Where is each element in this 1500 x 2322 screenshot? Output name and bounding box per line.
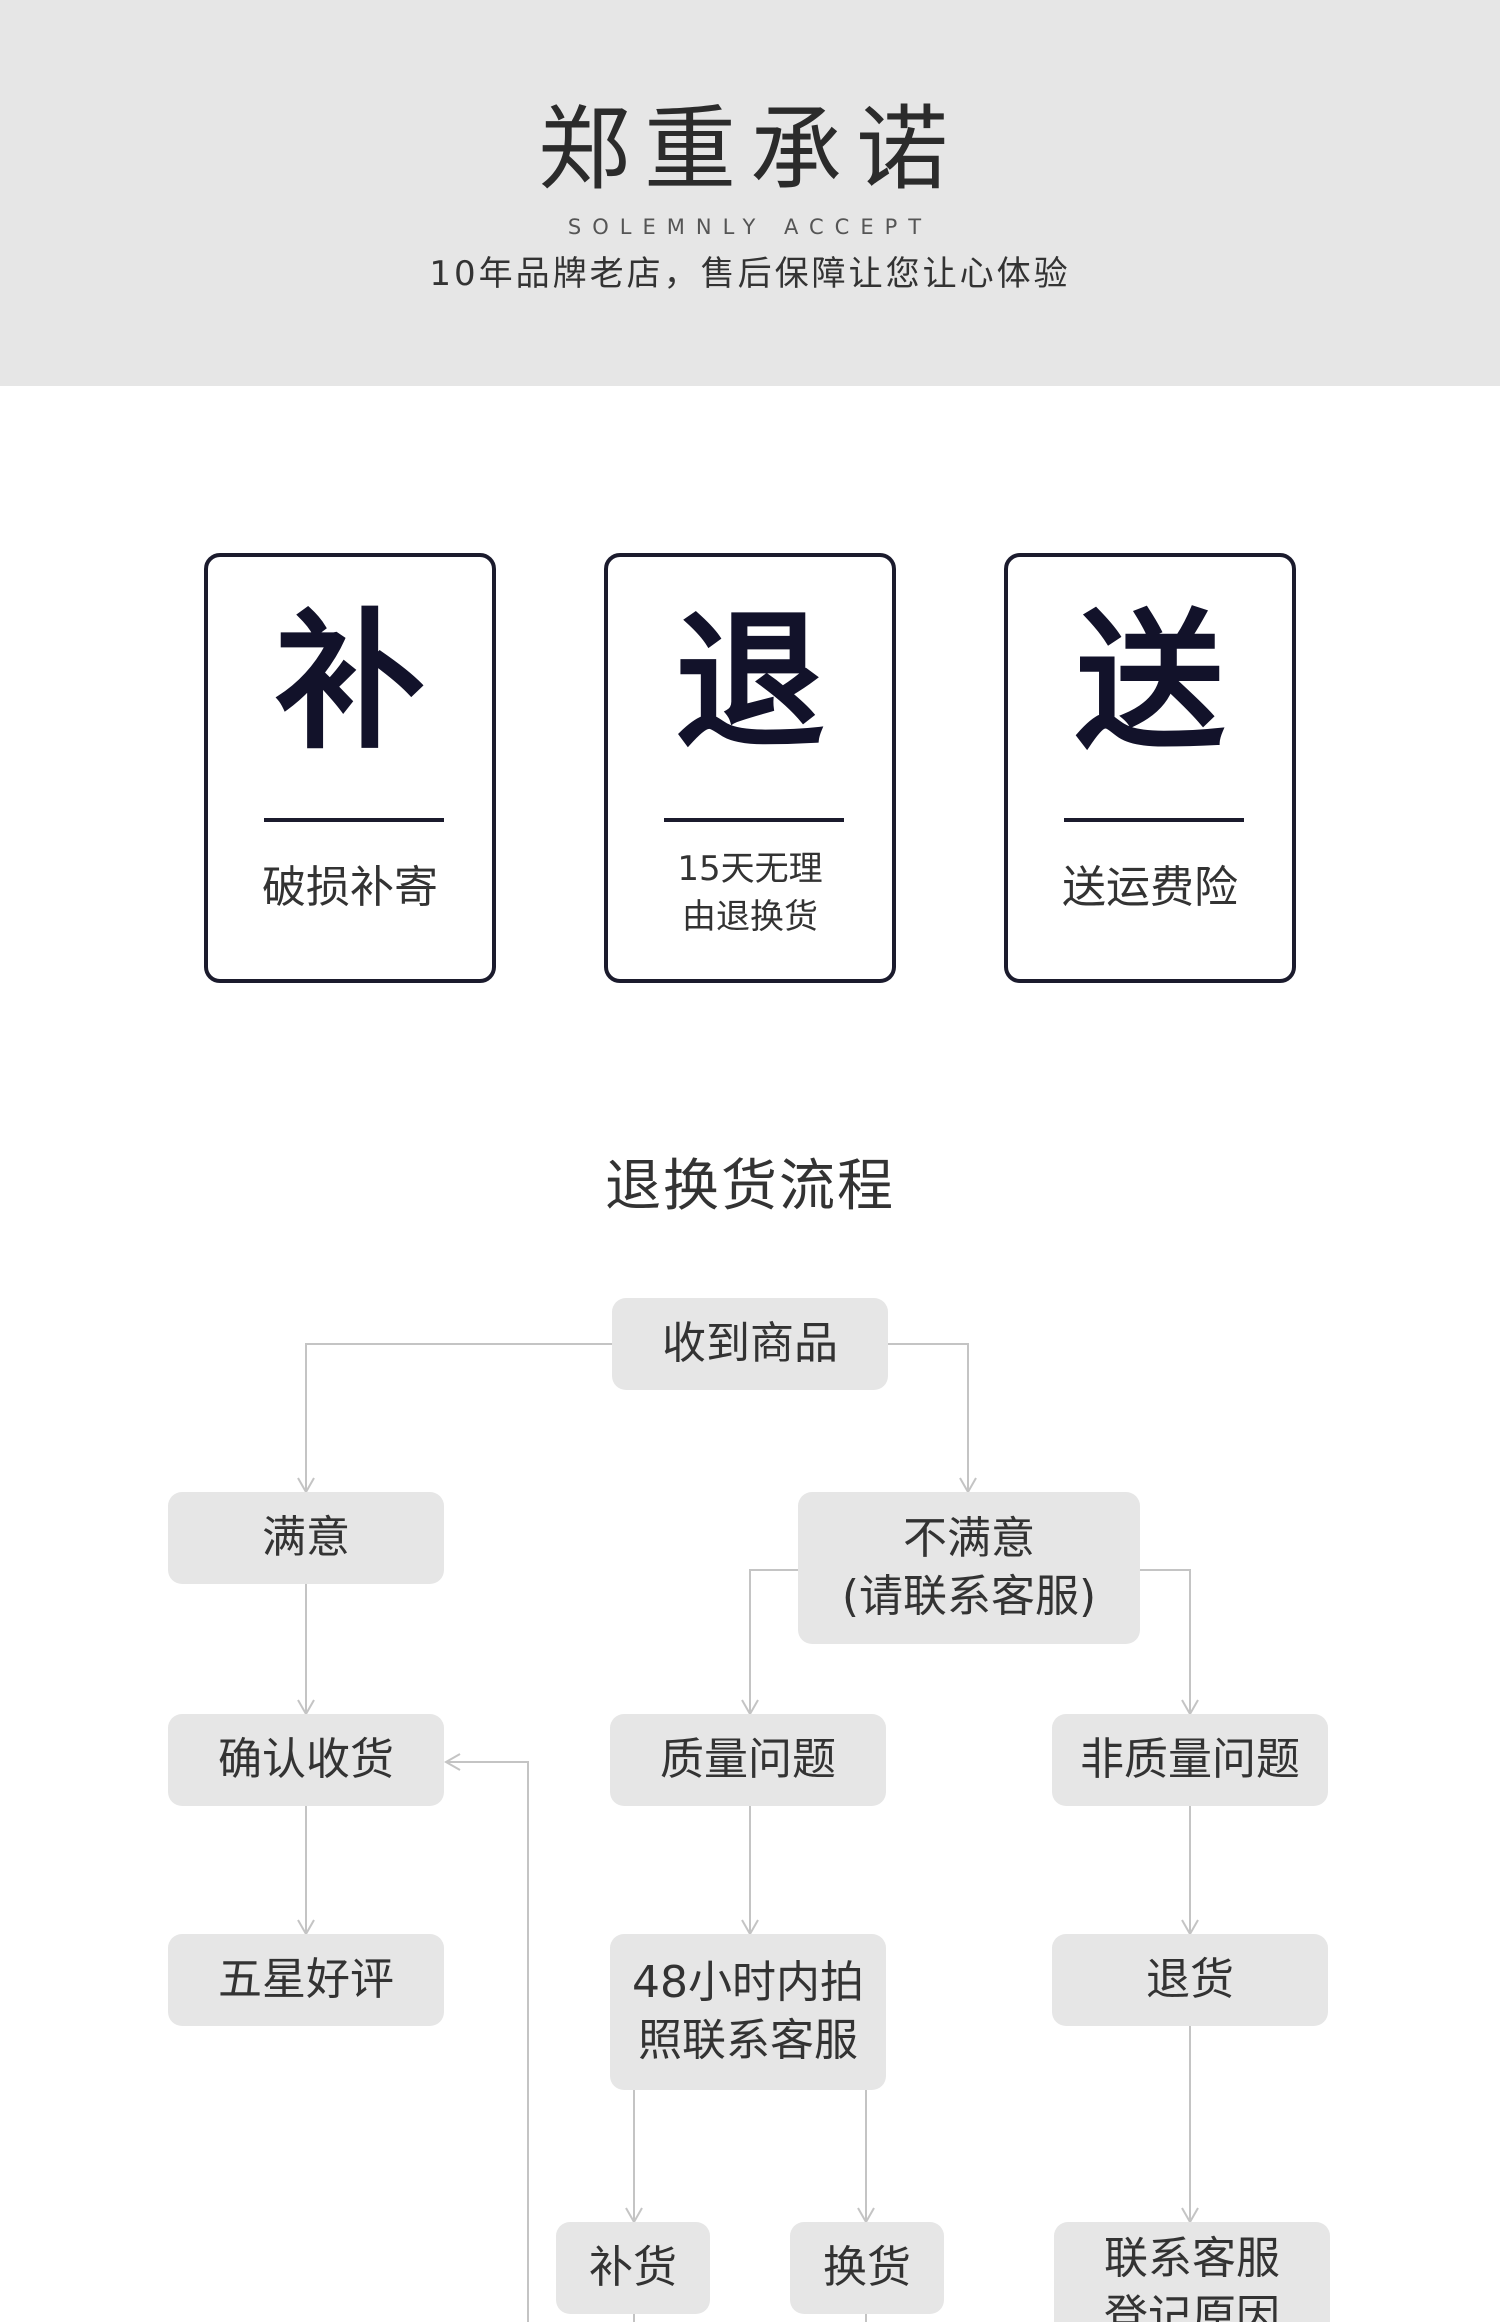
node-return: 退货 <box>1052 1934 1328 2026</box>
card-return: 退 15天无理 由退换货 <box>604 553 896 983</box>
header-title: 郑重承诺 <box>537 96 962 203</box>
card-reship: 补 破损补寄 <box>204 553 496 983</box>
node-receive: 收到商品 <box>612 1298 888 1390</box>
connector-receive-satisfied <box>305 1343 612 1492</box>
node-exchange: 换货 <box>790 2222 944 2314</box>
node-unsatisfied: 不满意 (请联系客服) <box>798 1492 1140 1644</box>
flow-title: 退换货流程 <box>605 1154 895 1219</box>
connector-unsatisfied-nonquality <box>1140 1569 1191 1714</box>
card-divider <box>664 818 844 822</box>
connector-loop-confirm <box>446 1761 529 2322</box>
header-slogan: 10年品牌老店，售后保障让您让心体验 <box>429 254 1071 294</box>
card-char: 退 <box>674 594 825 770</box>
node-photo-contact: 48小时内拍 照联系客服 <box>610 1934 886 2090</box>
card-text: 15天无理 由退换货 <box>677 849 823 937</box>
card-char: 补 <box>274 594 425 770</box>
node-five-star: 五星好评 <box>168 1934 444 2026</box>
node-nonquality-issue: 非质量问题 <box>1052 1714 1328 1806</box>
node-satisfied: 满意 <box>168 1492 444 1584</box>
arrowhead <box>443 1753 461 1771</box>
card-divider <box>1064 818 1244 822</box>
card-divider <box>264 818 444 822</box>
card-char: 送 <box>1074 594 1225 770</box>
connector-receive-unsatisfied <box>888 1343 969 1492</box>
card-text: 送运费险 <box>1062 862 1238 913</box>
node-quality-issue: 质量问题 <box>610 1714 886 1806</box>
connector-unsatisfied-quality <box>749 1569 798 1714</box>
node-reship: 补货 <box>556 2222 710 2314</box>
node-confirm-receipt: 确认收货 <box>168 1714 444 1806</box>
card-shipping: 送 送运费险 <box>1004 553 1296 983</box>
card-text: 破损补寄 <box>262 862 438 913</box>
header-banner: 郑重承诺 SOLEMNLY ACCEPT 10年品牌老店，售后保障让您让心体验 <box>0 0 1500 386</box>
header-subtitle: SOLEMNLY ACCEPT <box>567 215 933 239</box>
node-contact-register: 联系客服 登记原因 <box>1054 2222 1330 2322</box>
